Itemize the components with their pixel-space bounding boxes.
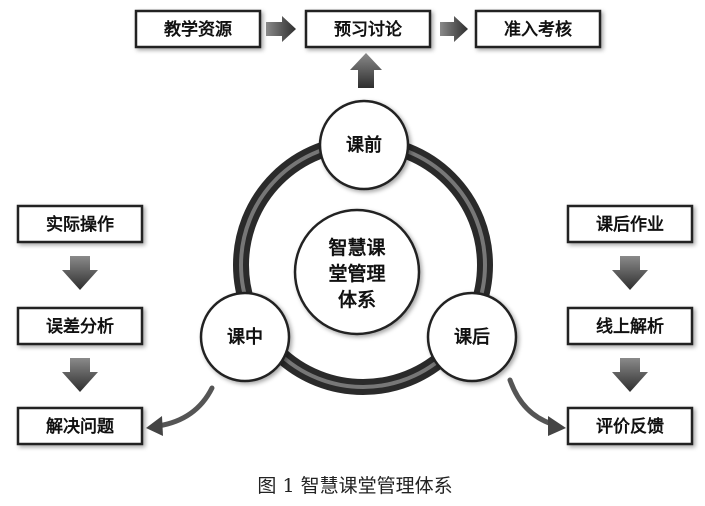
box-admission-assessment	[474, 9, 602, 49]
arrow-down-icon	[612, 256, 648, 290]
stage-after-label: 课后	[454, 327, 490, 348]
box-solve-problems-label: 解决问题	[46, 416, 115, 437]
box-preview-discussion-label: 预习讨论	[334, 19, 403, 40]
stage-during: 课中	[199, 291, 291, 383]
box-teaching-resources-label: 教学资源	[163, 19, 232, 40]
curved-arrow-right-icon	[507, 377, 555, 427]
box-error-analysis-label: 误差分析	[46, 316, 114, 337]
top-flow: 教学资源 预习讨论 准入考核	[134, 9, 602, 88]
box-solve-problems	[16, 406, 144, 446]
stage-after: 课后	[426, 291, 518, 383]
stage-before: 课前	[318, 99, 410, 191]
arrow-down-icon	[62, 256, 98, 290]
arrow-right-icon	[440, 16, 468, 42]
box-practical-operation	[16, 204, 144, 244]
stage-during-circle	[199, 291, 291, 383]
center-line-1: 智慧课	[328, 236, 386, 259]
curved-arrow-right-head	[548, 416, 566, 436]
box-teaching-resources	[134, 9, 262, 49]
box-evaluation-feedback	[566, 406, 694, 446]
figure-caption: 图 1 智慧课堂管理体系	[257, 475, 452, 497]
box-evaluation-feedback-label: 评价反馈	[596, 416, 664, 437]
box-error-analysis	[16, 306, 144, 346]
box-admission-assessment-label: 准入考核	[504, 19, 572, 40]
right-flow: 课后作业 线上解析 评价反馈	[507, 204, 694, 446]
center-line-2: 堂管理	[328, 262, 385, 285]
box-preview-discussion	[304, 9, 432, 49]
stage-before-label: 课前	[346, 134, 382, 156]
arrow-right-icon	[266, 16, 296, 42]
center-line-3: 体系	[338, 288, 376, 311]
box-homework	[566, 204, 694, 244]
arrow-down-icon	[62, 358, 98, 392]
curved-arrow-left-icon	[155, 385, 215, 429]
box-online-explanation-label: 线上解析	[596, 316, 664, 337]
box-homework-label: 课后作业	[596, 214, 664, 235]
box-online-explanation	[566, 306, 694, 346]
arrow-down-icon	[612, 358, 648, 392]
stage-during-label: 课中	[227, 326, 263, 348]
left-flow: 实际操作 误差分析 解决问题	[16, 204, 215, 446]
box-practical-operation-label: 实际操作	[46, 214, 114, 235]
curved-arrow-left-head	[146, 416, 163, 436]
center-circle	[293, 208, 421, 336]
arrow-up-icon	[350, 53, 382, 88]
center-node: 智慧课 堂管理 体系	[293, 208, 421, 336]
stage-after-circle	[426, 291, 518, 383]
stage-before-circle	[318, 99, 410, 191]
